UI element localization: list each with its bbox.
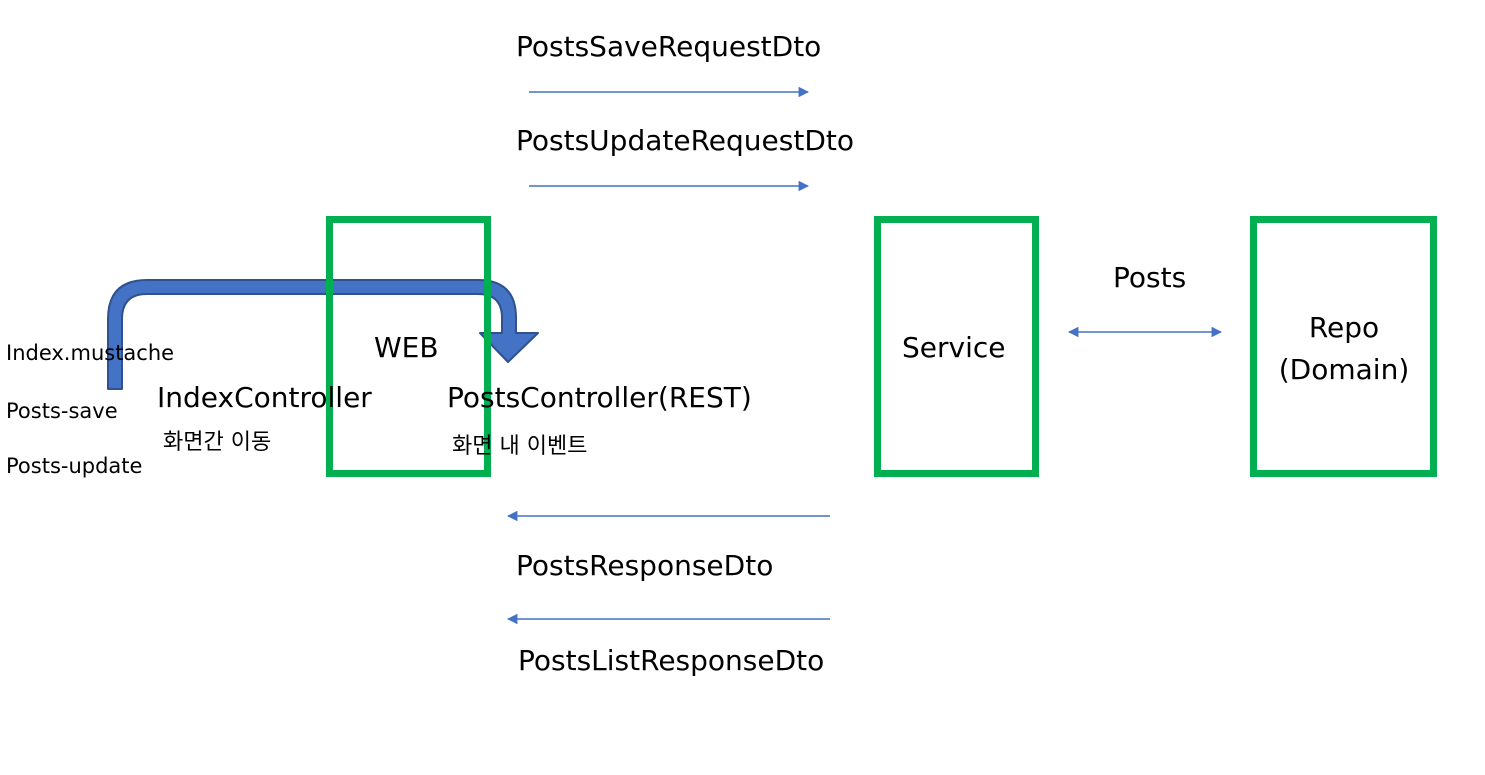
repo-layer-box xyxy=(1250,216,1437,477)
service-layer-box xyxy=(874,216,1039,477)
response-dto-label: PostsResponseDto xyxy=(516,549,774,582)
posts-entity-label: Posts xyxy=(1113,261,1187,294)
web-layer-title: WEB xyxy=(374,331,439,364)
index-controller-label: IndexController xyxy=(157,381,372,414)
save-request-dto-label: PostsSaveRequestDto xyxy=(516,30,822,63)
web-layer-box xyxy=(326,216,491,477)
list-response-dto-label: PostsListResponseDto xyxy=(518,644,825,677)
update-request-dto-label: PostsUpdateRequestDto xyxy=(516,124,854,157)
curved-navigation-arrow xyxy=(107,279,539,390)
posts-controller-description: 화면 내 이벤트 xyxy=(452,434,588,459)
repo-layer-title-line2: (Domain) xyxy=(1278,353,1410,386)
posts-controller-label: PostsController(REST) xyxy=(447,381,752,414)
service-layer-title: Service xyxy=(902,331,1006,364)
view-posts-update: Posts-update xyxy=(6,454,143,478)
view-posts-save: Posts-save xyxy=(6,399,118,423)
index-controller-description: 화면간 이동 xyxy=(163,430,272,455)
view-index-mustache: Index.mustache xyxy=(6,341,175,365)
repo-layer-title-line1: Repo xyxy=(1308,311,1380,344)
